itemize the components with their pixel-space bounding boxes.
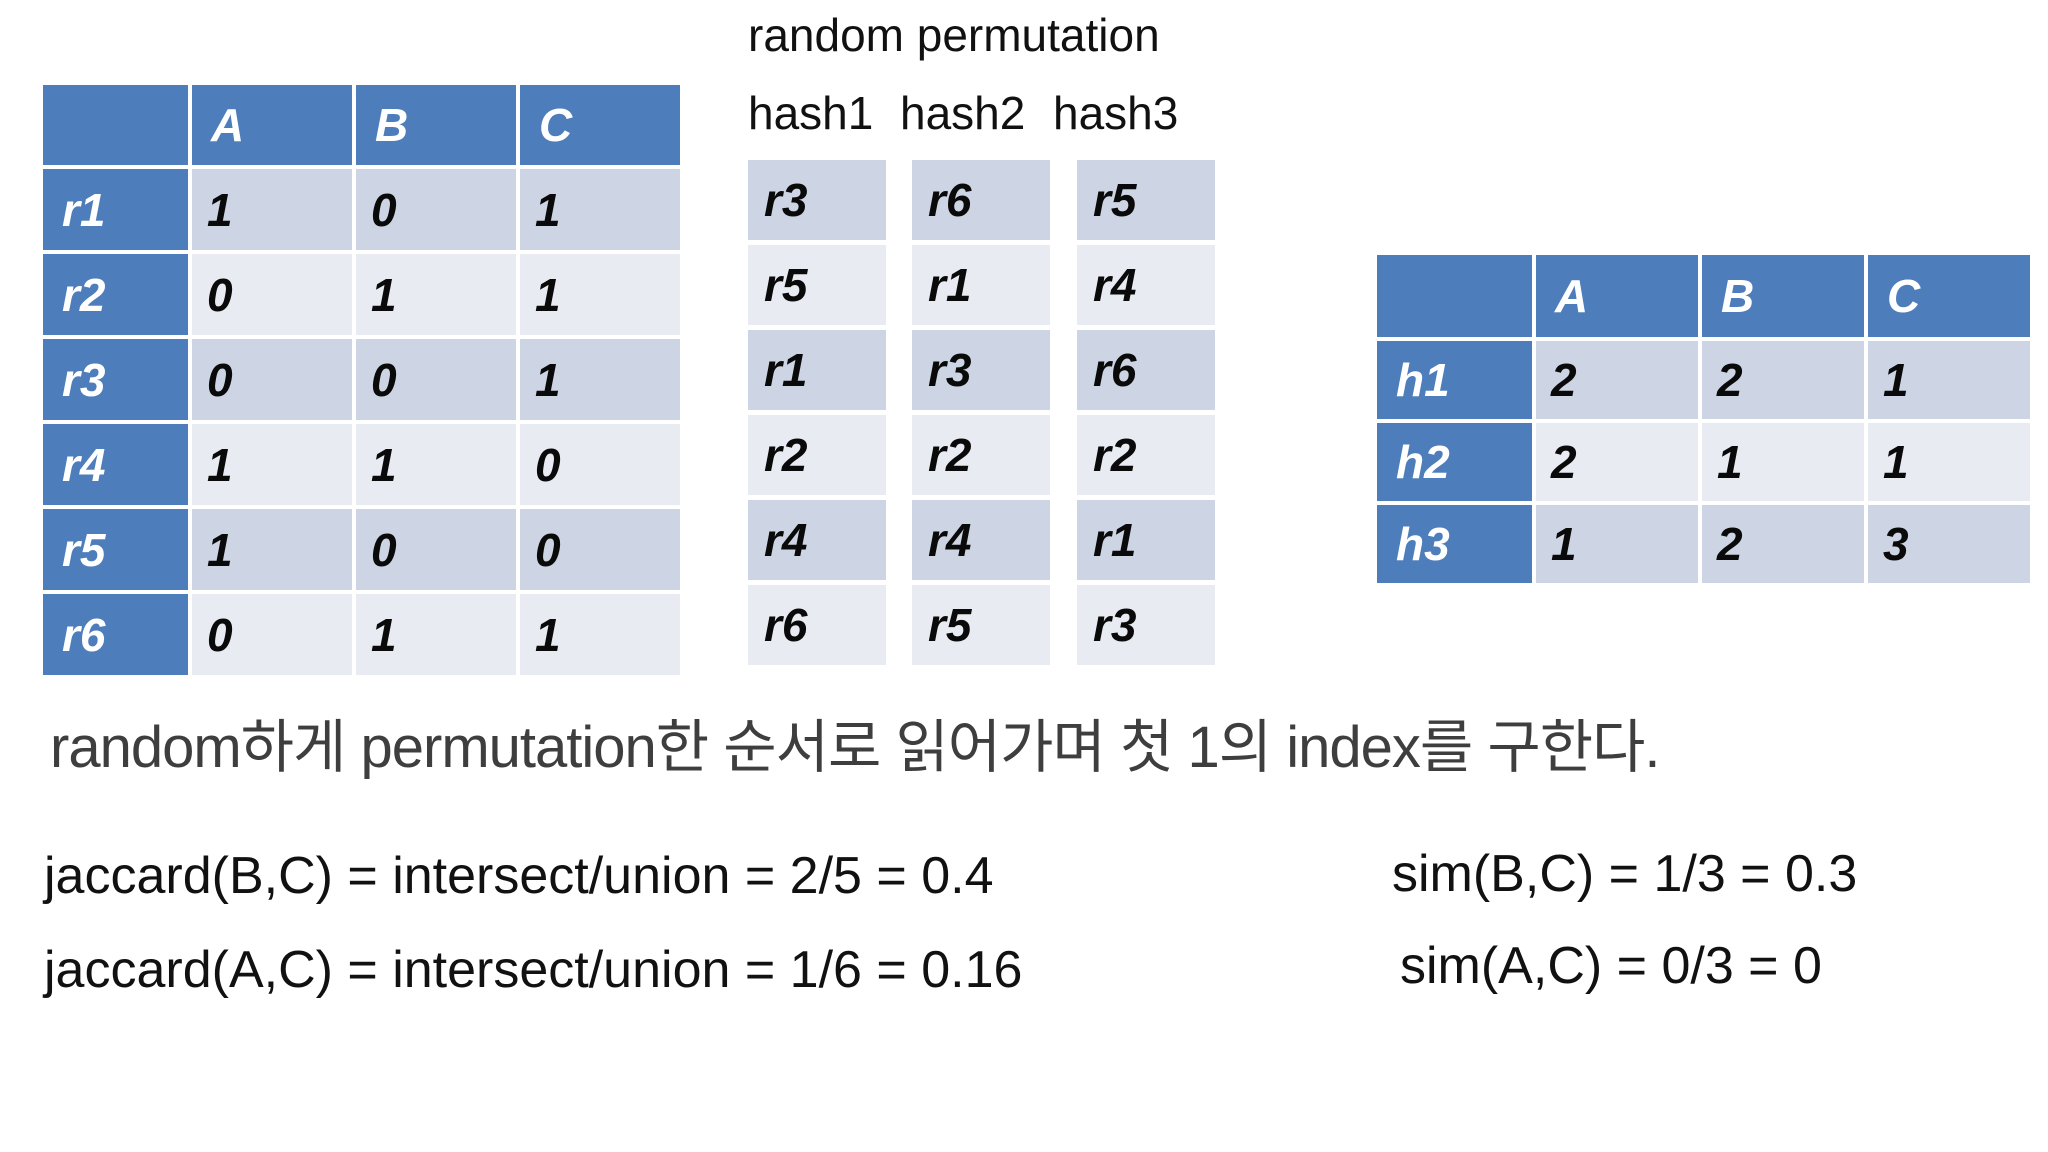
table-row: h3 1 2 3 xyxy=(1377,505,2030,583)
column-header-b: B xyxy=(356,85,516,165)
table-row: r4 1 1 0 xyxy=(43,424,680,505)
perm-cell: r3 xyxy=(912,330,1050,410)
column-header-c: C xyxy=(520,85,680,165)
signature-cell: 1 xyxy=(1702,423,1864,501)
row-label: r3 xyxy=(43,339,188,420)
signature-cell: 1 xyxy=(1868,423,2030,501)
table-row: r3 0 0 1 xyxy=(43,339,680,420)
matrix-cell: 1 xyxy=(192,169,352,250)
perm-cell: r6 xyxy=(912,160,1050,240)
table-row: h2 2 1 1 xyxy=(1377,423,2030,501)
table-header-row: A B C xyxy=(43,85,680,165)
hash2-label: hash2 xyxy=(900,87,1026,139)
column-header-b: B xyxy=(1702,255,1864,337)
matrix-cell: 0 xyxy=(356,339,516,420)
column-header-c: C xyxy=(1868,255,2030,337)
perm-cell: r4 xyxy=(912,500,1050,580)
perm-cell: r4 xyxy=(1077,245,1215,325)
jaccard-formula-ac: jaccard(A,C) = intersect/union = 1/6 = 0… xyxy=(44,941,1023,999)
characteristic-matrix-table: A B C r1 1 0 1 r2 0 1 1 r3 0 0 1 r4 1 1 … xyxy=(39,81,684,679)
perm-cell: r3 xyxy=(1077,585,1215,665)
hash1-column: r3 r5 r1 r2 r4 r6 xyxy=(748,160,886,670)
row-label: h2 xyxy=(1377,423,1532,501)
matrix-cell: 1 xyxy=(520,594,680,675)
column-header-a: A xyxy=(1536,255,1698,337)
hash2-column: r6 r1 r3 r2 r4 r5 xyxy=(912,160,1050,670)
perm-cell: r1 xyxy=(912,245,1050,325)
matrix-cell: 1 xyxy=(192,424,352,505)
matrix-cell: 0 xyxy=(520,509,680,590)
signature-cell: 2 xyxy=(1702,505,1864,583)
matrix-cell: 0 xyxy=(356,169,516,250)
matrix-cell: 1 xyxy=(520,339,680,420)
row-label: r5 xyxy=(43,509,188,590)
signature-cell: 2 xyxy=(1536,341,1698,419)
hash3-column: r5 r4 r6 r2 r1 r3 xyxy=(1077,160,1215,670)
jaccard-formula-bc: jaccard(B,C) = intersect/union = 2/5 = 0… xyxy=(44,847,994,905)
matrix-cell: 1 xyxy=(356,424,516,505)
row-label: r4 xyxy=(43,424,188,505)
table-row: h1 2 2 1 xyxy=(1377,341,2030,419)
table-row: r5 1 0 0 xyxy=(43,509,680,590)
perm-cell: r5 xyxy=(912,585,1050,665)
sim-formula-bc: sim(B,C) = 1/3 = 0.3 xyxy=(1392,845,1858,903)
row-label: h3 xyxy=(1377,505,1532,583)
matrix-cell: 0 xyxy=(192,594,352,675)
signature-cell: 2 xyxy=(1536,423,1698,501)
row-label: r1 xyxy=(43,169,188,250)
matrix-cell: 1 xyxy=(356,594,516,675)
table-header-row: A B C xyxy=(1377,255,2030,337)
table-row: r1 1 0 1 xyxy=(43,169,680,250)
signature-cell: 1 xyxy=(1868,341,2030,419)
perm-cell: r4 xyxy=(748,500,886,580)
perm-cell: r1 xyxy=(748,330,886,410)
matrix-cell: 1 xyxy=(192,509,352,590)
korean-caption: random하게 permutation한 순서로 읽어가며 첫 1의 inde… xyxy=(50,715,1661,780)
table-row: r6 0 1 1 xyxy=(43,594,680,675)
perm-cell: r5 xyxy=(748,245,886,325)
row-label: r2 xyxy=(43,254,188,335)
perm-cell: r2 xyxy=(1077,415,1215,495)
hash1-label: hash1 xyxy=(748,87,874,139)
sim-formula-ac: sim(A,C) = 0/3 = 0 xyxy=(1400,937,1822,995)
column-header-a: A xyxy=(192,85,352,165)
perm-cell: r6 xyxy=(748,585,886,665)
matrix-cell: 1 xyxy=(356,254,516,335)
perm-cell: r5 xyxy=(1077,160,1215,240)
signature-matrix-table: A B C h1 2 2 1 h2 2 1 1 h3 1 2 3 xyxy=(1373,251,2034,587)
corner-cell xyxy=(43,85,188,165)
table-row: r2 0 1 1 xyxy=(43,254,680,335)
matrix-cell: 0 xyxy=(520,424,680,505)
signature-cell: 2 xyxy=(1702,341,1864,419)
matrix-cell: 1 xyxy=(520,169,680,250)
perm-cell: r1 xyxy=(1077,500,1215,580)
signature-cell: 3 xyxy=(1868,505,2030,583)
perm-cell: r6 xyxy=(1077,330,1215,410)
permutation-title: random permutation xyxy=(748,9,1160,61)
hash3-label: hash3 xyxy=(1053,87,1179,139)
matrix-cell: 0 xyxy=(192,254,352,335)
row-label: h1 xyxy=(1377,341,1532,419)
perm-cell: r2 xyxy=(912,415,1050,495)
row-label: r6 xyxy=(43,594,188,675)
matrix-cell: 0 xyxy=(192,339,352,420)
matrix-cell: 1 xyxy=(520,254,680,335)
perm-cell: r3 xyxy=(748,160,886,240)
perm-cell: r2 xyxy=(748,415,886,495)
matrix-cell: 0 xyxy=(356,509,516,590)
signature-cell: 1 xyxy=(1536,505,1698,583)
corner-cell xyxy=(1377,255,1532,337)
